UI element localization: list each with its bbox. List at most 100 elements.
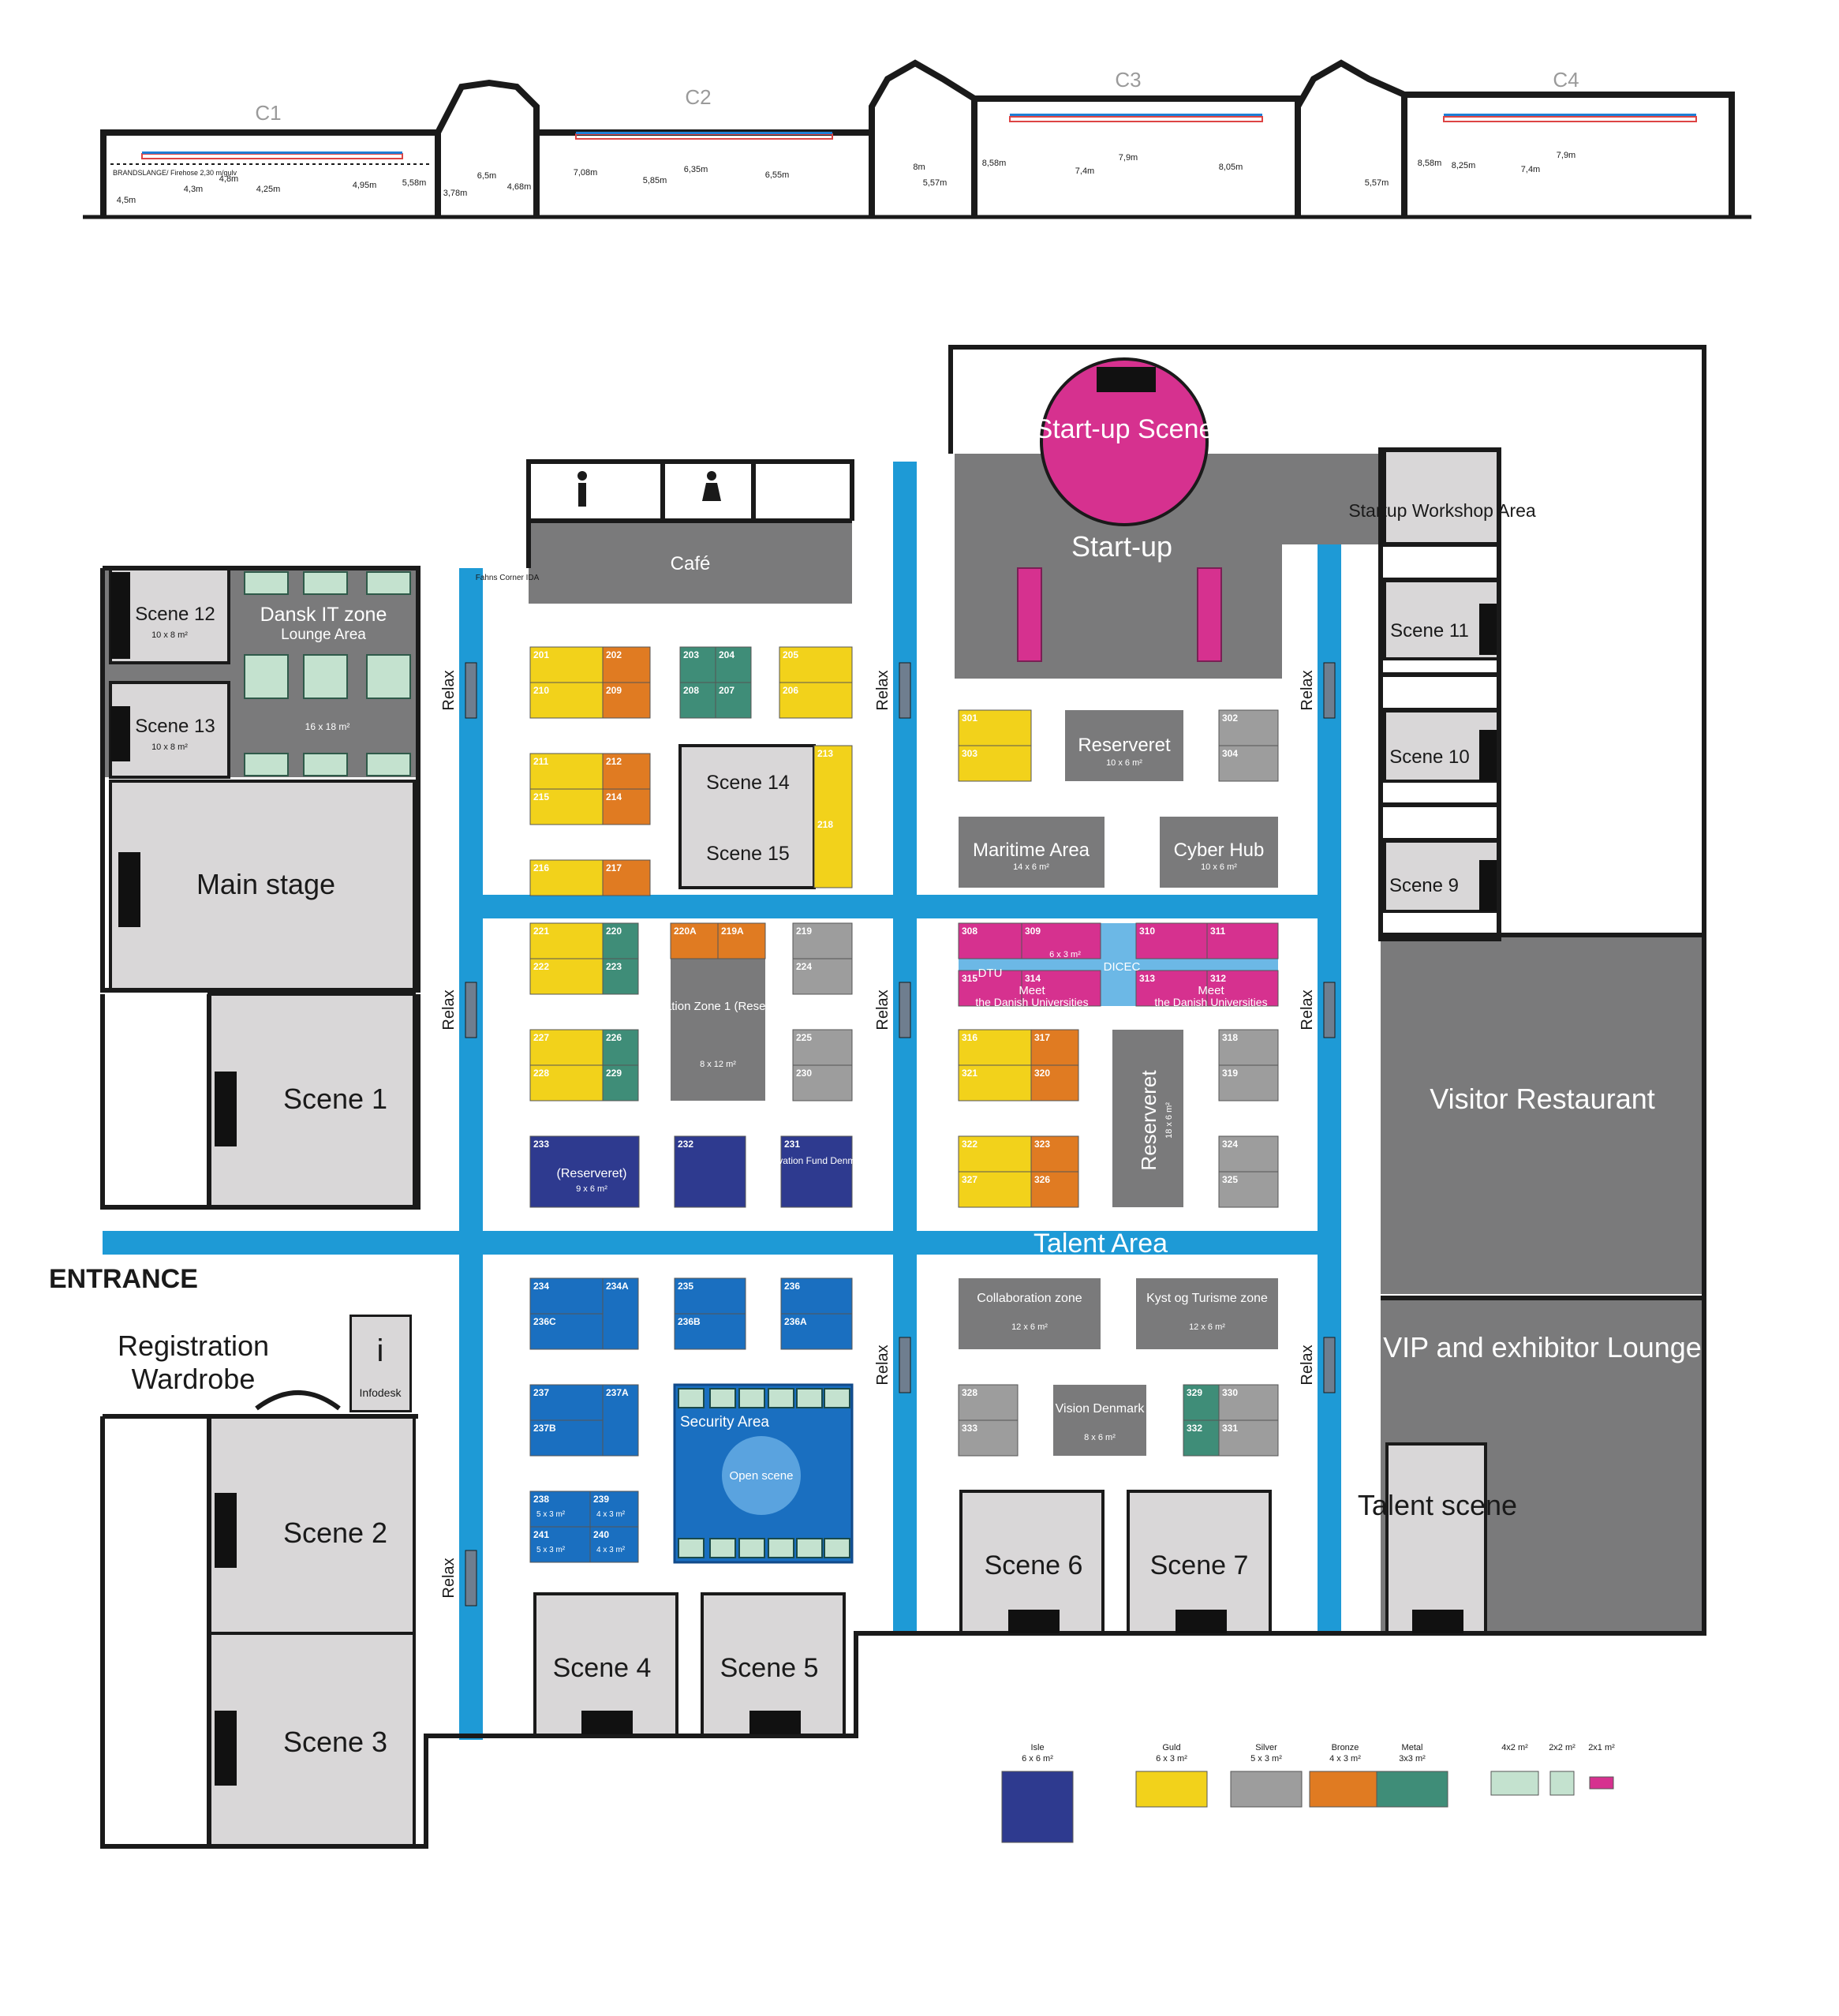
danish-univ-right: the Danish Universities bbox=[1154, 996, 1267, 1008]
booth-333[interactable]: 333 bbox=[958, 1419, 1019, 1457]
danish-univ-left: the Danish Universities bbox=[975, 996, 1088, 1008]
booth-number: 225 bbox=[796, 1032, 812, 1043]
booth-322[interactable]: 322 bbox=[958, 1135, 1032, 1173]
booth-223[interactable]: 223 bbox=[602, 958, 639, 995]
legend-label: Bronze bbox=[1332, 1743, 1359, 1752]
booth-317[interactable]: 317 bbox=[1030, 1029, 1079, 1066]
booth-224[interactable]: 224 bbox=[792, 958, 853, 995]
booth-328[interactable]: 328 bbox=[958, 1384, 1019, 1421]
booth-237[interactable]: 237 bbox=[529, 1384, 604, 1421]
booth-206[interactable]: 206 bbox=[779, 682, 853, 719]
booth-rect bbox=[792, 958, 853, 995]
booth-315[interactable]: 315 bbox=[958, 970, 1022, 1007]
booth-313[interactable]: 313 bbox=[1135, 970, 1208, 1007]
booth-301[interactable]: 301 bbox=[958, 709, 1032, 746]
booth-316[interactable]: 316 bbox=[958, 1029, 1032, 1066]
booth-202[interactable]: 202 bbox=[602, 646, 651, 683]
booth-209[interactable]: 209 bbox=[602, 682, 651, 719]
legend-item: 2x1 m² bbox=[1588, 1743, 1615, 1790]
booth-217[interactable]: 217 bbox=[602, 859, 651, 896]
booth-236[interactable]: 236 bbox=[780, 1277, 853, 1315]
booth-214[interactable]: 214 bbox=[602, 788, 651, 825]
booth-308[interactable]: 308 bbox=[958, 922, 1022, 959]
height-label: 5,57m bbox=[923, 178, 948, 188]
booth-210[interactable]: 210 bbox=[529, 682, 604, 719]
booth-235[interactable]: 235 bbox=[674, 1277, 746, 1315]
booth-320[interactable]: 320 bbox=[1030, 1064, 1079, 1102]
booth-227[interactable]: 227 bbox=[529, 1029, 604, 1066]
booth-332[interactable]: 332 bbox=[1183, 1419, 1220, 1457]
booth-314[interactable]: 314 bbox=[1021, 970, 1101, 1007]
booth-216[interactable]: 216 bbox=[529, 859, 604, 896]
booth-201[interactable]: 201 bbox=[529, 646, 604, 683]
booth-225[interactable]: 225 bbox=[792, 1029, 853, 1066]
booth-number: 315 bbox=[962, 973, 977, 984]
booth-303[interactable]: 303 bbox=[958, 745, 1032, 782]
booth-219[interactable]: 219 bbox=[792, 922, 853, 959]
booth-236b[interactable]: 236B bbox=[674, 1313, 746, 1350]
booth-number: 238 bbox=[533, 1494, 549, 1505]
booth-326[interactable]: 326 bbox=[1030, 1171, 1079, 1208]
booth-234a[interactable]: 234A bbox=[602, 1277, 639, 1350]
booth-234[interactable]: 234 bbox=[529, 1277, 604, 1315]
booth-231[interactable]: 231 bbox=[780, 1135, 853, 1208]
booth-220[interactable]: 220 bbox=[602, 922, 639, 959]
booth-rect bbox=[1218, 1419, 1279, 1457]
booth-221[interactable]: 221 bbox=[529, 922, 604, 959]
booth-205[interactable]: 205 bbox=[779, 646, 853, 683]
height-label: 5,85m bbox=[643, 176, 667, 185]
wardrobe-label: Wardrobe bbox=[132, 1363, 256, 1395]
booth-226[interactable]: 226 bbox=[602, 1029, 639, 1066]
booth-213[interactable]: 213 bbox=[813, 745, 853, 888]
booth-230[interactable]: 230 bbox=[792, 1064, 853, 1102]
booth-325[interactable]: 325 bbox=[1218, 1171, 1279, 1208]
booth-318[interactable]: 318 bbox=[1218, 1029, 1279, 1066]
booth-237a[interactable]: 237A bbox=[602, 1384, 639, 1457]
booth-222[interactable]: 222 bbox=[529, 958, 604, 995]
booth-241[interactable]: 241 bbox=[529, 1526, 591, 1563]
scene14-label: Scene 14 bbox=[706, 772, 790, 794]
booth-212[interactable]: 212 bbox=[602, 753, 651, 790]
booth-220a[interactable]: 220A bbox=[670, 922, 719, 959]
booth-319[interactable]: 319 bbox=[1218, 1064, 1279, 1102]
meet-label-left: Meet bbox=[1019, 984, 1045, 997]
booth-203[interactable]: 203 bbox=[679, 646, 716, 683]
booth-304[interactable]: 304 bbox=[1218, 745, 1279, 782]
infodesk-box bbox=[350, 1315, 411, 1412]
booth-233[interactable]: 233 bbox=[529, 1135, 640, 1208]
booth-330[interactable]: 330 bbox=[1218, 1384, 1279, 1421]
booth-232[interactable]: 232 bbox=[674, 1135, 746, 1208]
booth-310[interactable]: 310 bbox=[1135, 922, 1208, 959]
booth-309[interactable]: 309 bbox=[1021, 922, 1101, 959]
legend-item: 2x2 m² bbox=[1549, 1743, 1575, 1796]
booth-229[interactable]: 229 bbox=[602, 1064, 639, 1102]
booth-239[interactable]: 239 bbox=[589, 1490, 639, 1528]
hall-c2-label: C2 bbox=[685, 85, 711, 109]
booth-237b[interactable]: 237B bbox=[529, 1419, 604, 1457]
collab-size: 12 x 6 m² bbox=[1011, 1322, 1048, 1332]
booth-219a[interactable]: 219A bbox=[717, 922, 766, 959]
booth-208[interactable]: 208 bbox=[679, 682, 716, 719]
booth-218[interactable]: 218 bbox=[817, 819, 833, 830]
booth-211[interactable]: 211 bbox=[529, 753, 604, 790]
booth-240[interactable]: 240 bbox=[589, 1526, 639, 1563]
booth-204[interactable]: 204 bbox=[715, 646, 752, 683]
booth-236c[interactable]: 236C bbox=[529, 1313, 604, 1350]
booth-321[interactable]: 321 bbox=[958, 1064, 1032, 1102]
booth-327[interactable]: 327 bbox=[958, 1171, 1032, 1208]
booth-329[interactable]: 329 bbox=[1183, 1384, 1220, 1421]
dicec-label: DICEC bbox=[1104, 960, 1141, 974]
booth-323[interactable]: 323 bbox=[1030, 1135, 1079, 1173]
booth-number: 232 bbox=[678, 1139, 693, 1150]
booth-238[interactable]: 238 bbox=[529, 1490, 591, 1528]
booth-331[interactable]: 331 bbox=[1218, 1419, 1279, 1457]
booth-rect bbox=[958, 922, 1022, 959]
booth-324[interactable]: 324 bbox=[1218, 1135, 1279, 1173]
booth-228[interactable]: 228 bbox=[529, 1064, 604, 1102]
booth-236a[interactable]: 236A bbox=[780, 1313, 853, 1350]
booth-302[interactable]: 302 bbox=[1218, 709, 1279, 746]
booth-215[interactable]: 215 bbox=[529, 788, 604, 825]
booth-311[interactable]: 311 bbox=[1206, 922, 1279, 959]
booth-207[interactable]: 207 bbox=[715, 682, 752, 719]
booth-312[interactable]: 312 bbox=[1206, 970, 1279, 1007]
